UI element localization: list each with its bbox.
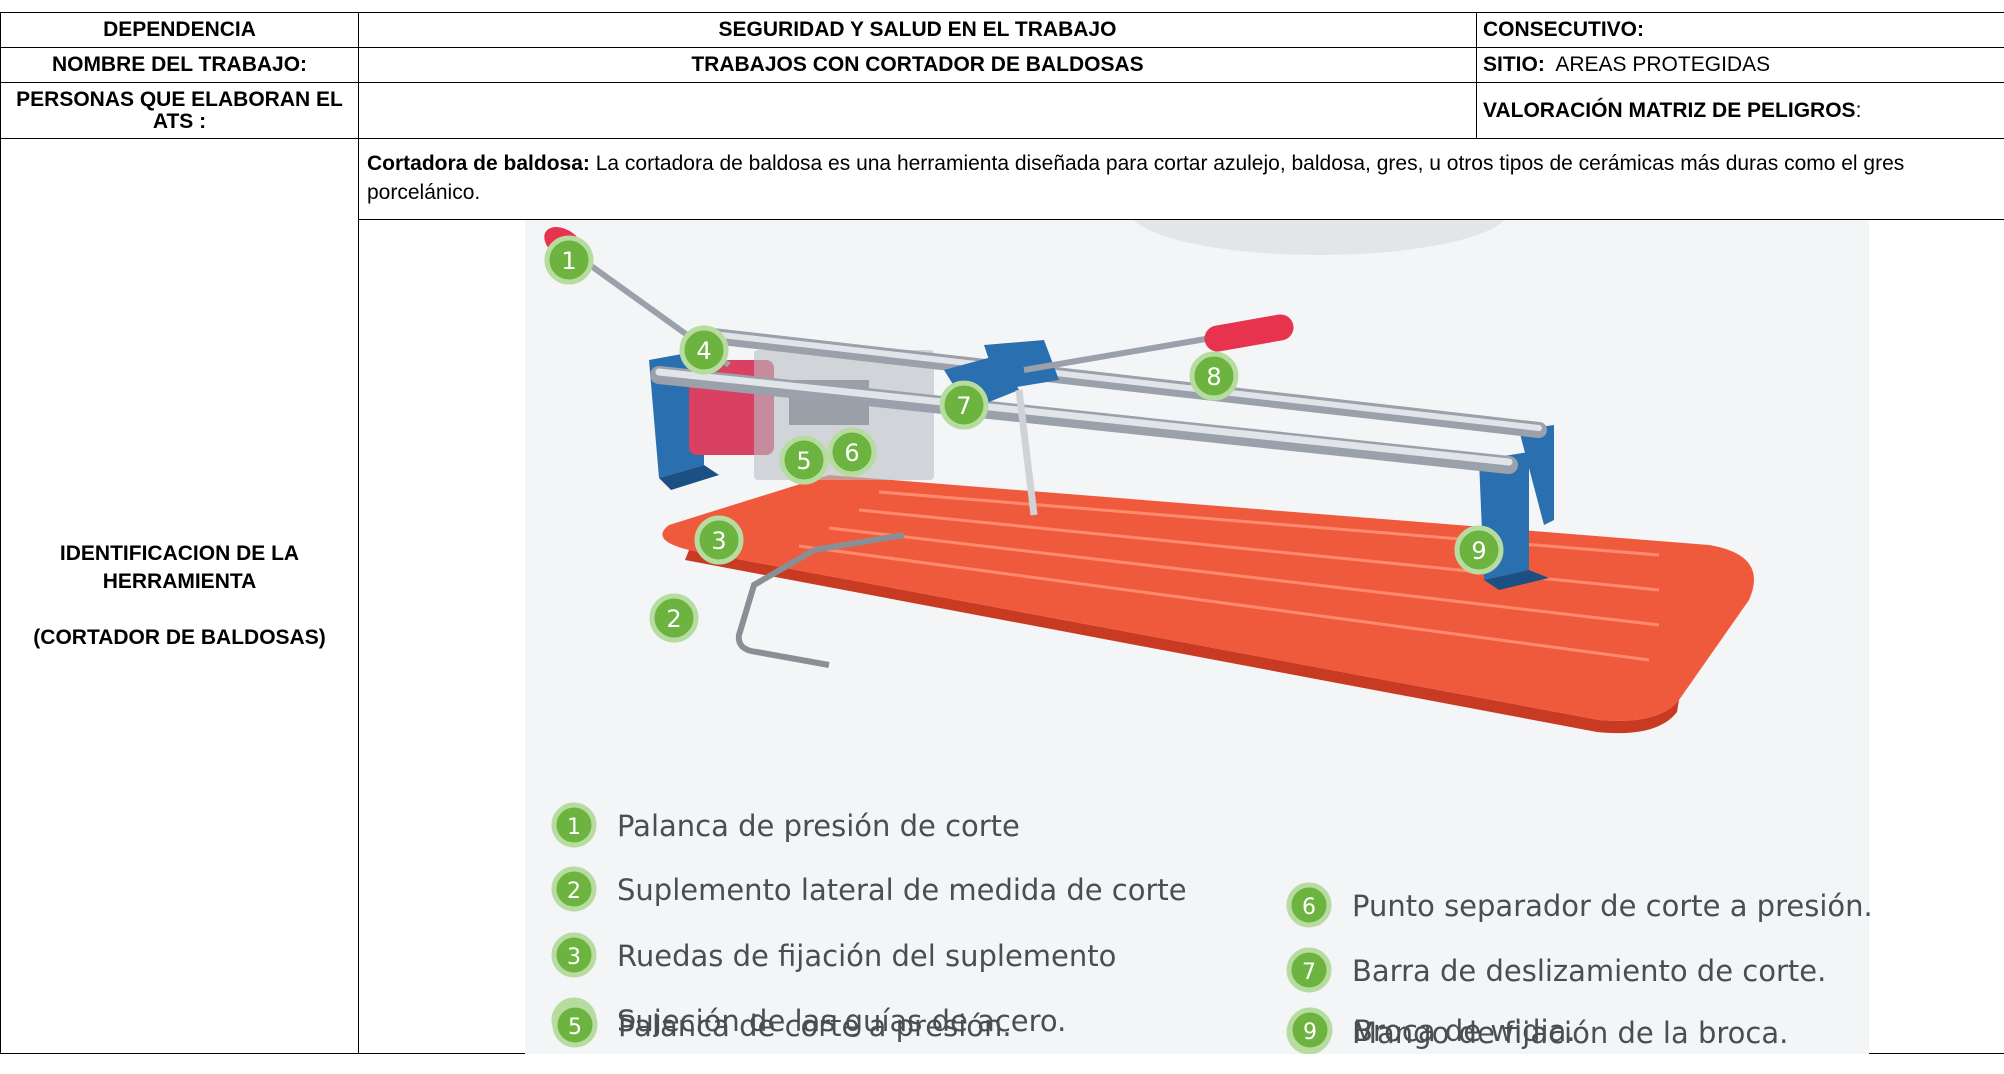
sitio-cell: SITIO: AREAS PROTEGIDAS [1476,47,2004,83]
legend-item-1: 1 Palanca de presión de corte [551,802,1020,848]
svg-text:3: 3 [567,945,581,970]
fixing-handle [1023,314,1294,373]
svg-text:9: 9 [1471,537,1486,565]
identificacion-subtitle: (CORTADOR DE BALDOSAS) [33,626,326,649]
description-text: La cortadora de baldosa es una herramien… [367,152,1905,204]
marker-8: 8 [1189,351,1239,401]
legend-item-8: 8 Mango de fijación de la broca. [1286,1009,1788,1054]
svg-text:Sujeción de las guías de acero: Sujeción de las guías de acero. [617,1004,1066,1038]
svg-text:2: 2 [666,605,681,633]
description-cell: Cortadora de baldosa: La cortadora de ba… [358,138,2004,220]
svg-text:Mango de fijación de la broca.: Mango de fijación de la broca. [1352,1016,1788,1050]
svg-text:7: 7 [1302,960,1316,985]
tool-diagram-cell: 1 2 3 4 5 [358,219,2004,1054]
dependencia-value: SEGURIDAD Y SALUD EN EL TRABAJO [358,12,1477,48]
consecutivo-label: CONSECUTIVO: [1476,12,2004,48]
svg-text:Ruedas de fijación del supleme: Ruedas de fijación del suplemento [617,939,1116,973]
tile-cutter-diagram: 1 2 3 4 5 [525,220,1873,1054]
svg-text:Punto separador de corte a pre: Punto separador de corte a presión. [1352,889,1873,923]
ats-form-table: DEPENDENCIA SEGURIDAD Y SALUD EN EL TRAB… [0,12,2004,1054]
valoracion-colon: : [1855,98,1862,122]
svg-text:Barra de deslizamiento de cort: Barra de deslizamiento de corte. [1352,954,1826,988]
sitio-label: SITIO: [1483,53,1545,76]
svg-text:8: 8 [1302,1022,1316,1047]
identificacion-title: IDENTIFICACION DE LA HERRAMIENTA [59,542,300,593]
valoracion-label: VALORACIÓN MATRIZ DE PELIGROS [1483,98,1856,122]
svg-text:1: 1 [561,247,576,275]
svg-text:4: 4 [696,337,711,365]
dependencia-label: DEPENDENCIA [0,12,359,48]
sitio-value: AREAS PROTEGIDAS [1555,53,1771,76]
svg-text:2: 2 [567,879,581,904]
svg-text:6: 6 [844,439,859,467]
personas-label: PERSONAS QUE ELABORAN EL ATS : [0,82,359,139]
marker-1: 1 [544,235,594,285]
svg-text:Suplemento lateral de medida d: Suplemento lateral de medida de corte [617,873,1187,907]
marker-6: 6 [827,427,877,477]
legend-item-3: 3 Ruedas de fijación del suplemento [551,932,1116,978]
diagram-legend: 1 Palanca de presión de corte 2 Suplemen… [551,802,1873,1054]
legend-item-7: 7 Barra de deslizamiento de corte. [1286,947,1826,993]
marker-7: 7 [939,380,989,430]
steel-guide-rails [650,327,1547,474]
personas-value [358,82,1477,139]
svg-text:6: 6 [1302,895,1316,920]
nombre-trabajo-value: TRABAJOS CON CORTADOR DE BALDOSAS [358,47,1477,83]
svg-text:5: 5 [796,447,811,475]
valoracion-cell: VALORACIÓN MATRIZ DE PELIGROS: [1476,82,2004,139]
legend-item-6: 6 Punto separador de corte a presión. [1286,882,1873,928]
side-extension-bracket [735,532,905,668]
identificacion-label: IDENTIFICACION DE LA HERRAMIENTA (CORTAD… [0,138,359,1054]
description-term: Cortadora de baldosa: [367,152,590,175]
marker-3: 3 [694,515,744,565]
svg-text:1: 1 [567,815,581,840]
marker-5: 5 [779,435,829,485]
legend-item-4: 4 Sujeción de las guías de acero. [551,997,1066,1043]
svg-text:8: 8 [1206,363,1221,391]
svg-text:4: 4 [567,1010,581,1035]
svg-text:7: 7 [956,392,971,420]
marker-2: 2 [649,593,699,643]
background-shape [1133,220,1505,255]
svg-text:Palanca de presión de corte: Palanca de presión de corte [617,809,1020,843]
marker-4: 4 [679,325,729,375]
diagram-markers: 1 2 3 4 5 [544,235,1504,643]
svg-text:3: 3 [711,527,726,555]
marker-9: 9 [1454,525,1504,575]
legend-item-2: 2 Suplemento lateral de medida de corte [551,866,1187,912]
nombre-trabajo-label: NOMBRE DEL TRABAJO: [0,47,359,83]
